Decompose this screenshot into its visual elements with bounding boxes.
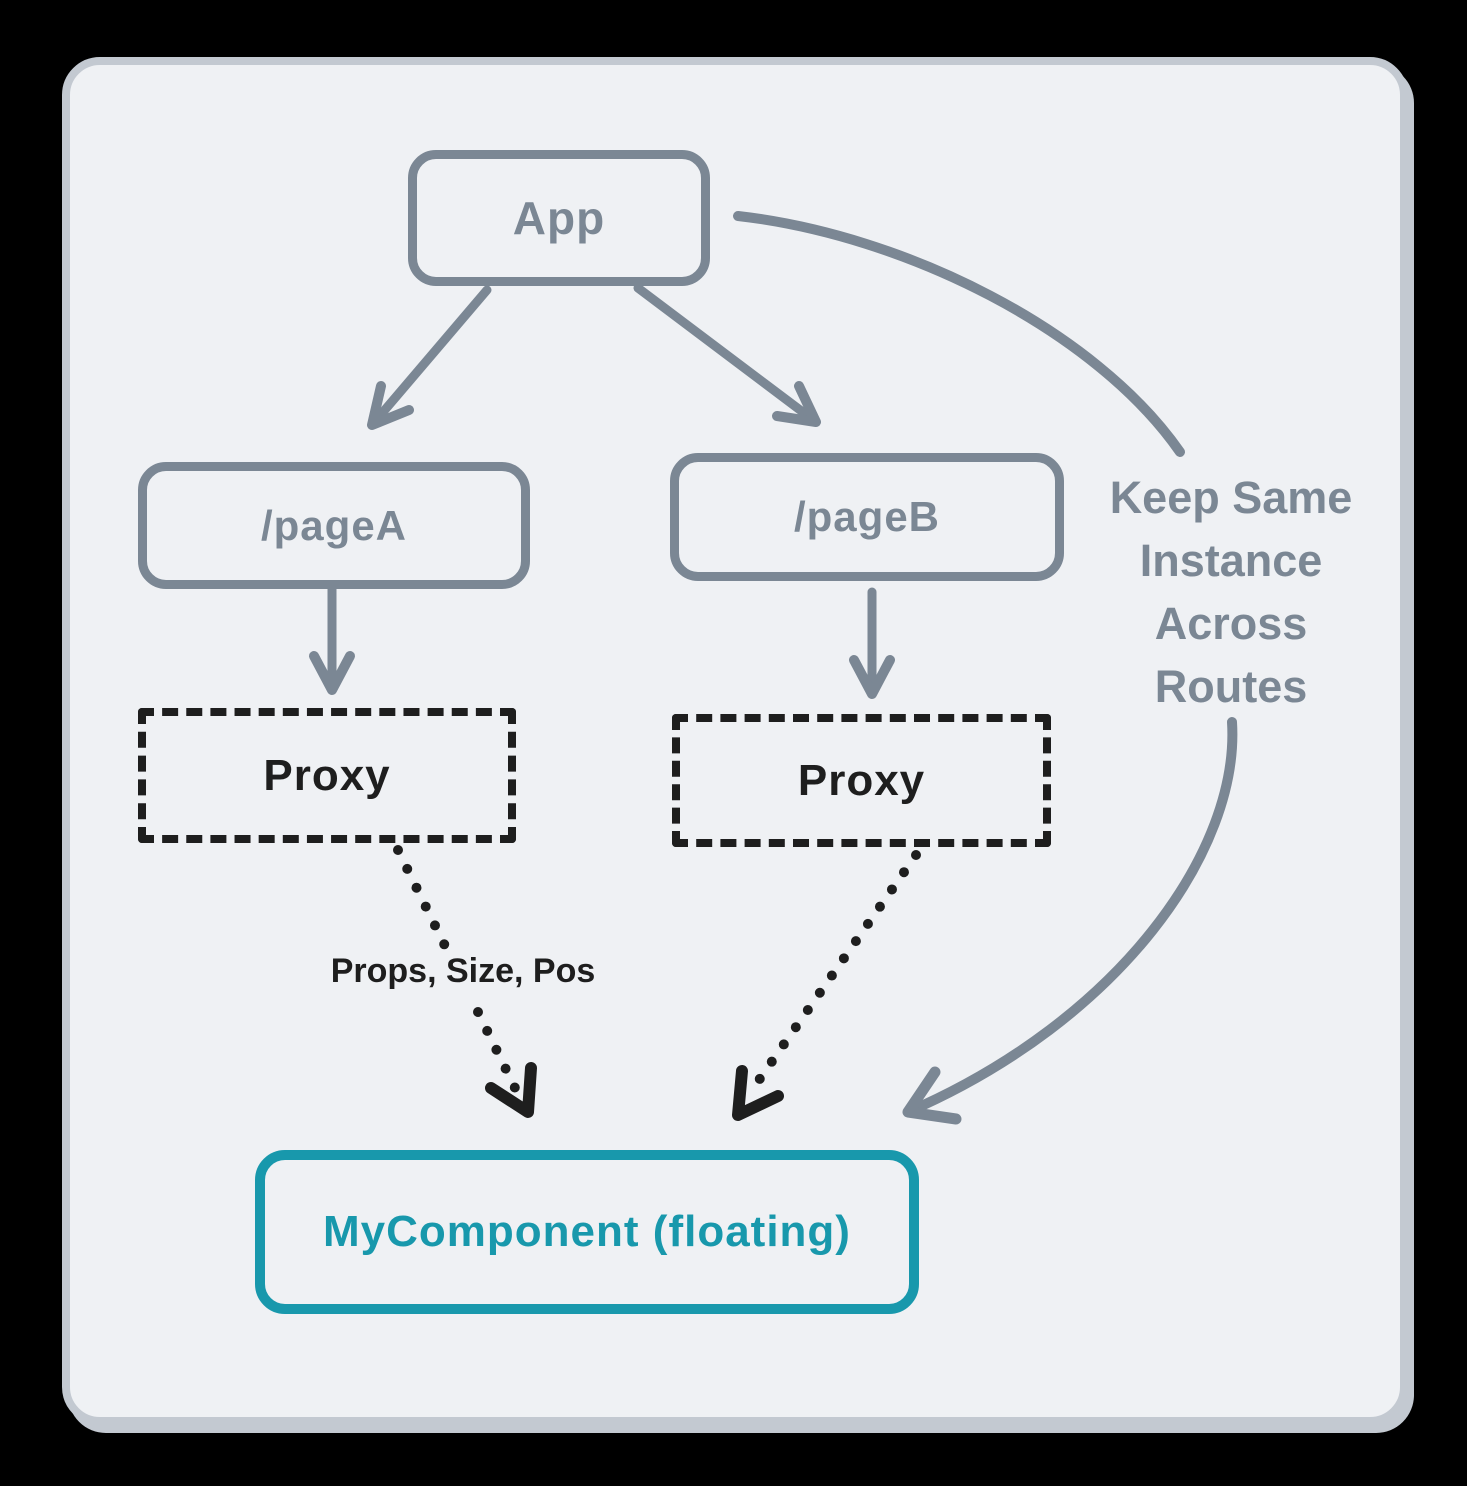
node-app-label: App	[512, 192, 606, 244]
node-page-a: /pageA	[138, 462, 530, 589]
node-proxy-right: Proxy	[672, 714, 1051, 847]
node-proxy-right-label: Proxy	[797, 755, 926, 805]
edge-label-keep-line-1: Keep Same	[1109, 472, 1353, 523]
node-app: App	[408, 150, 710, 286]
node-proxy-left-label: Proxy	[263, 750, 391, 800]
edge-label-keep-same-instance: Keep Same Instance Across Routes	[1100, 466, 1362, 718]
edge-label-keep-line-2: Instance	[1139, 535, 1323, 586]
edge-label-keep-line-3: Across	[1154, 598, 1308, 649]
node-page-b: /pageB	[670, 453, 1064, 581]
edge-label-keep-line-4: Routes	[1154, 661, 1308, 712]
node-my-component-label: MyComponent (floating)	[323, 1207, 851, 1256]
node-page-a-label: /pageA	[260, 501, 408, 549]
node-page-b-label: /pageB	[793, 493, 941, 540]
node-proxy-left: Proxy	[138, 708, 516, 843]
edge-label-props-size-pos: Props, Size, Pos	[330, 952, 596, 990]
node-my-component: MyComponent (floating)	[255, 1150, 919, 1314]
